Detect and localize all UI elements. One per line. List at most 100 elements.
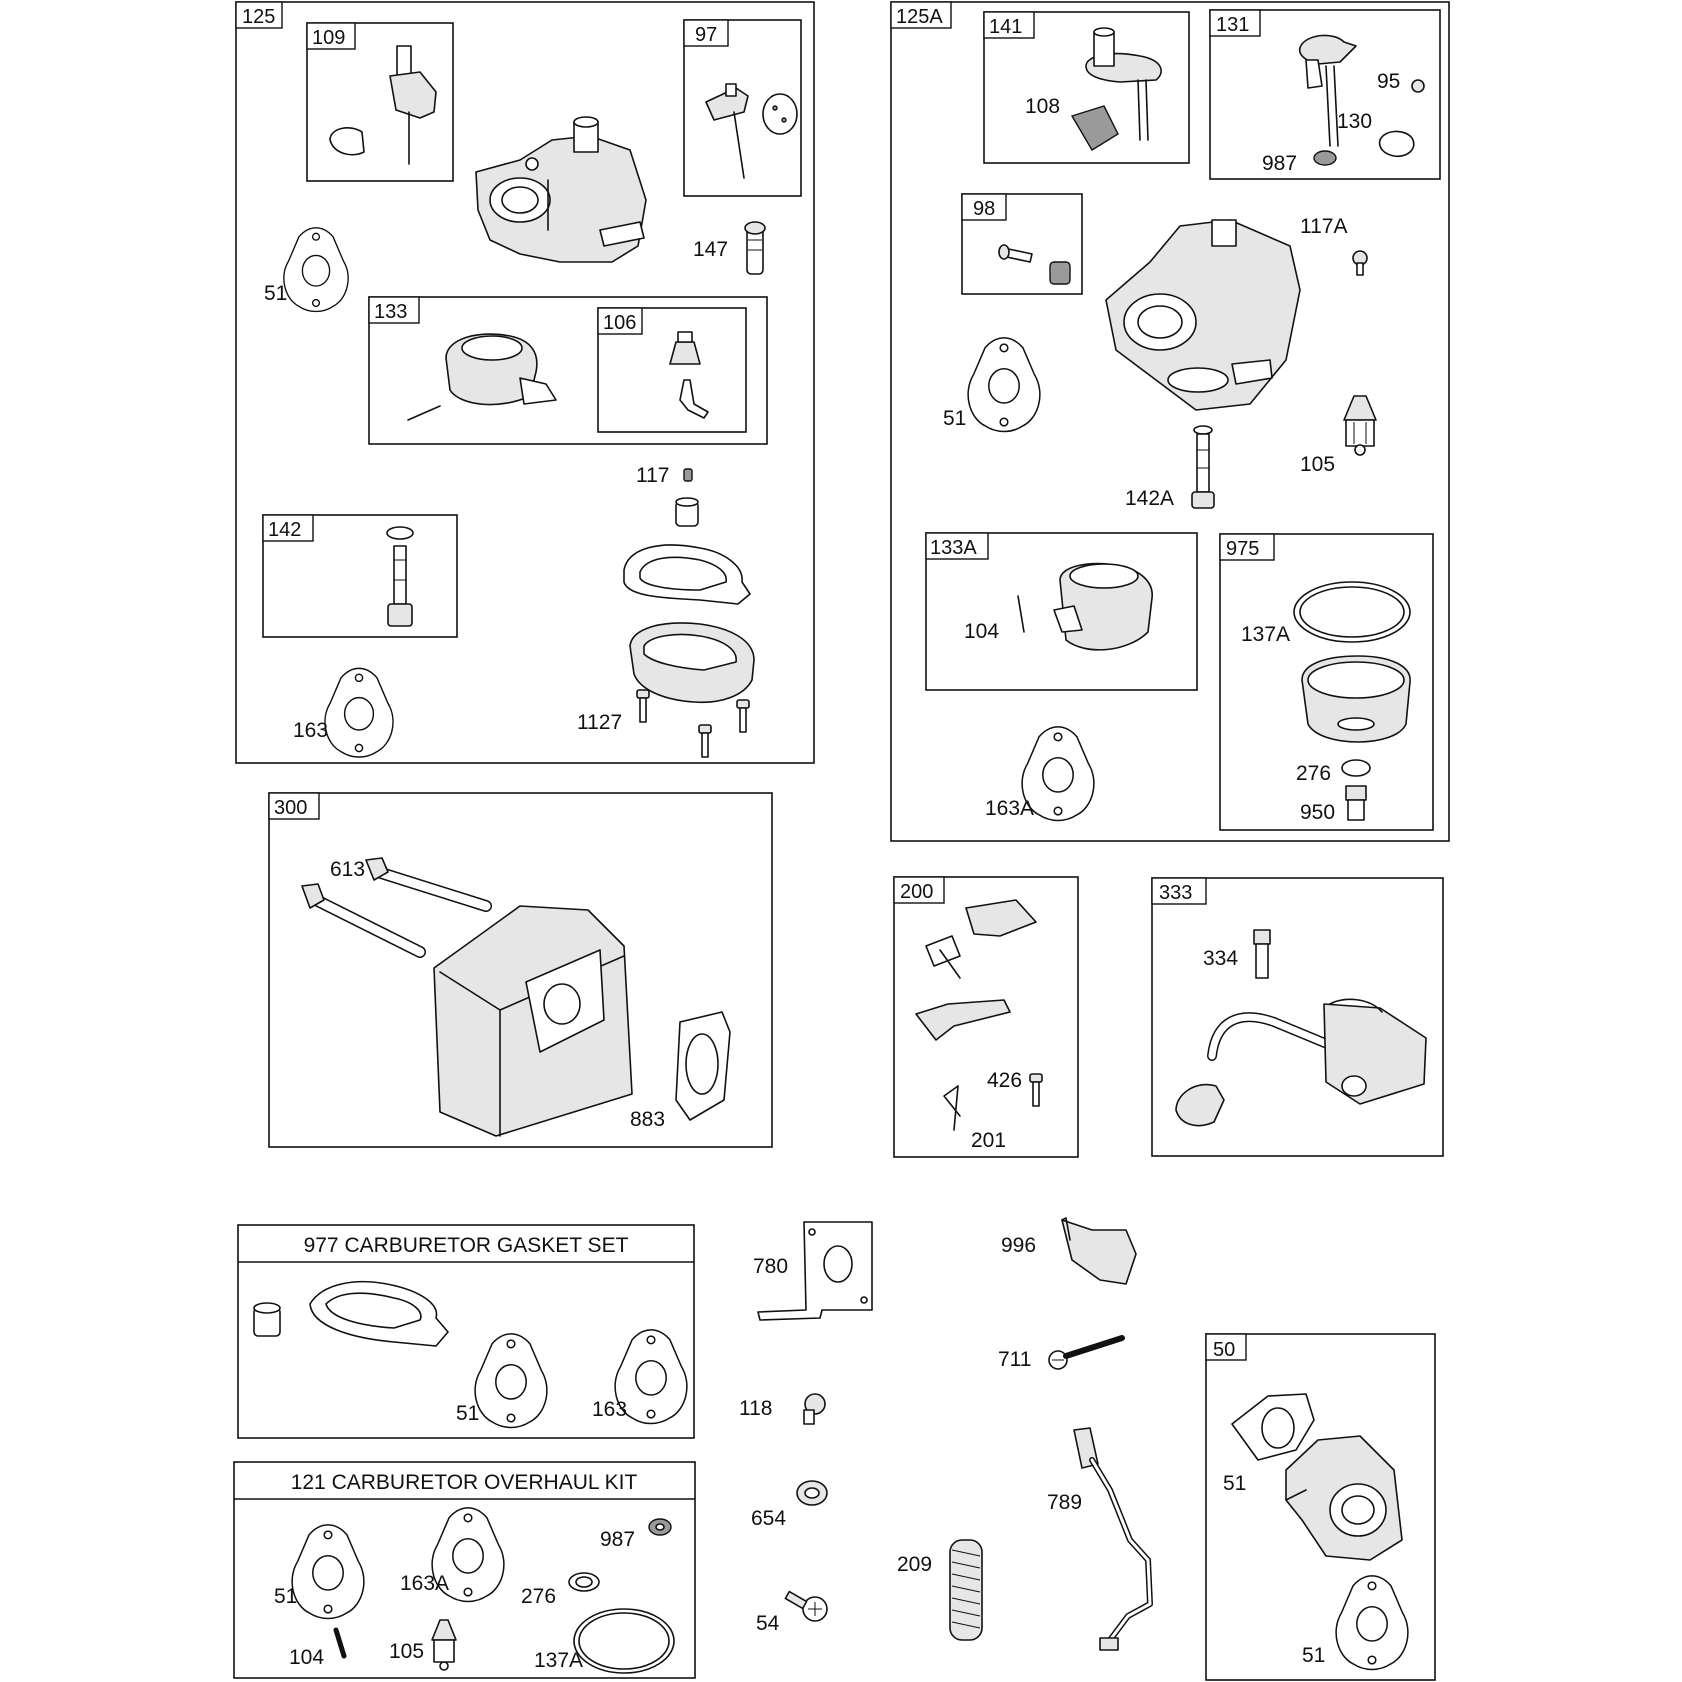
float-133 [407, 333, 557, 421]
label-51-977: 51 [456, 1402, 479, 1425]
screw-426 [1029, 1073, 1043, 1107]
label-125A: 125A [896, 6, 943, 28]
label-106: 106 [603, 312, 636, 334]
section-333-frame [1151, 877, 1444, 1157]
label-163-977: 163 [592, 1398, 627, 1421]
main-jet-142 [386, 526, 414, 627]
gasket-163-125 [324, 667, 394, 758]
screw-147 [744, 221, 766, 275]
cover-996 [1061, 1217, 1137, 1285]
float-133A [1017, 562, 1153, 651]
section-125-frame [235, 1, 815, 764]
bowl-975 [1293, 581, 1411, 821]
kit-977-gasket-51 [474, 1333, 548, 1429]
idle-screw-98 [998, 244, 1071, 285]
label-51-50a: 51 [1223, 1472, 1246, 1495]
gasket-883 [675, 1011, 731, 1121]
ground-wire-789 [1073, 1427, 1153, 1651]
label-105-121: 105 [389, 1640, 424, 1663]
kit-977-frame [237, 1224, 695, 1439]
label-51-125A: 51 [943, 407, 966, 430]
choke-shaft-109 [329, 45, 437, 165]
subbox-98 [961, 193, 1083, 295]
label-711: 711 [998, 1348, 1031, 1371]
section-125A-frame [890, 1, 1450, 842]
label-108: 108 [1025, 95, 1060, 118]
muffler-bolts-613 [301, 857, 492, 958]
label-51-50b: 51 [1302, 1644, 1325, 1667]
label-426: 426 [987, 1069, 1022, 1092]
kit-121-title: 121 CARBURETOR OVERHAUL KIT [291, 1471, 638, 1494]
label-117: 117 [636, 464, 669, 487]
screw-117A [1352, 250, 1368, 276]
kit-121-frame [233, 1461, 696, 1679]
main-jet-142A [1191, 425, 1215, 509]
subbox-133 [368, 296, 768, 445]
nut-654 [796, 1480, 828, 1506]
section-50: 50 51 51 [1205, 1333, 1436, 1681]
label-613: 613 [330, 858, 365, 881]
label-163A-125A: 163A [985, 797, 1034, 820]
label-200: 200 [900, 881, 933, 903]
choke-shaft-141 [1070, 27, 1162, 151]
kit-977-bowl-gasket [309, 1280, 449, 1347]
section-125A: 125A 141 108 131 95 130 987 [890, 1, 1450, 842]
subbox-975 [1219, 533, 1434, 831]
label-654: 654 [751, 1507, 786, 1530]
label-276-975: 276 [1296, 762, 1331, 785]
governor-lever-200 [915, 899, 1037, 1131]
bracket-780 [757, 1221, 873, 1321]
gasket-51-125 [283, 227, 349, 313]
label-950: 950 [1300, 801, 1335, 824]
label-975: 975 [1226, 538, 1259, 560]
subbox-133A [925, 532, 1198, 691]
label-141: 141 [989, 16, 1022, 38]
label-51-125: 51 [264, 282, 287, 305]
label-137A-975: 137A [1241, 623, 1290, 646]
label-125: 125 [242, 6, 275, 28]
label-109: 109 [312, 27, 345, 49]
kit-121-pin-104 [333, 1627, 347, 1659]
label-163A-121: 163A [400, 1572, 449, 1595]
label-104-121: 104 [289, 1646, 324, 1669]
label-105-125A: 105 [1300, 453, 1335, 476]
carburetor-125A [1105, 219, 1301, 411]
ignition-armature-333 [1175, 929, 1427, 1127]
bushing-117 [675, 497, 699, 527]
section-200-frame [893, 876, 1079, 1158]
kit-121-gasket-51 [291, 1524, 365, 1620]
section-200: 200 426 201 [893, 876, 1079, 1158]
needle-105-125A [1343, 395, 1377, 456]
section-125-tag [235, 1, 283, 29]
subbox-109 [306, 22, 454, 182]
screw-54 [784, 1590, 828, 1622]
screw-118 [803, 1393, 826, 1425]
label-131: 131 [1216, 14, 1249, 36]
label-163-125: 163 [293, 719, 328, 742]
gasket-51-50 [1335, 1575, 1409, 1671]
jet-117 [683, 468, 693, 482]
screw-1127-c [698, 724, 712, 758]
subbox-97 [683, 19, 802, 197]
throttle-shaft-97 [705, 83, 798, 179]
label-333: 333 [1159, 882, 1192, 904]
kit-121-washer-987 [648, 1518, 672, 1536]
section-333: 333 334 [1151, 877, 1444, 1157]
label-117A: 117A [1300, 215, 1348, 238]
carburetor-125 [475, 116, 647, 263]
label-51-121: 51 [274, 1585, 297, 1608]
label-201: 201 [971, 1129, 1006, 1152]
label-300: 300 [274, 797, 307, 819]
intake-elbow-50 [1231, 1393, 1403, 1561]
subbox-141 [983, 11, 1190, 164]
label-996: 996 [1001, 1234, 1036, 1257]
label-104-133A: 104 [964, 620, 999, 643]
spring-209 [949, 1539, 983, 1641]
float-bowl-125 [629, 622, 755, 704]
label-98: 98 [973, 198, 995, 220]
kit-977: 977 CARBURETOR GASKET SET 51 163 [237, 1224, 695, 1439]
kit-121: 121 CARBURETOR OVERHAUL KIT 51 163A 987 … [233, 1461, 696, 1679]
subbox-106 [597, 307, 747, 433]
kit-977-title: 977 CARBURETOR GASKET SET [304, 1234, 629, 1257]
